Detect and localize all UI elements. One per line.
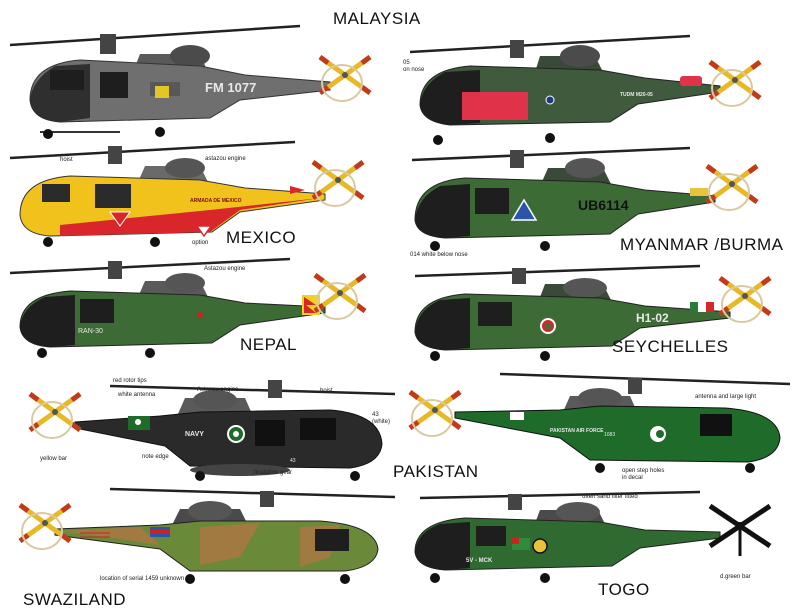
- note-dgreen-bar: d.green bar: [720, 574, 751, 580]
- country-label-mexico: MEXICO: [226, 228, 297, 247]
- note-sand-filter: often sand filter fitted: [582, 494, 638, 500]
- svg-text:43: 43: [290, 458, 296, 464]
- helicopter-seychelles: H1-02: [414, 264, 800, 361]
- country-label-seychelles: SEYCHELLES: [612, 337, 729, 356]
- svg-text:ARMADA DE MEXICO: ARMADA DE MEXICO: [190, 198, 242, 204]
- note-hoist: hoist: [60, 157, 73, 163]
- svg-text:PAKISTAN AIR FORCE: PAKISTAN AIR FORCE: [550, 428, 604, 434]
- note-white-below-nose: 014 white below nose: [410, 252, 468, 258]
- note-43-white: 43 (white): [372, 412, 391, 425]
- helicopter-pakistan-navy: NAVY 43: [0, 380, 396, 481]
- note-hoist-pk: hoist: [320, 388, 333, 394]
- helicopter-togo: 5V - MCK: [414, 490, 772, 583]
- registration-text: 5V - MCK: [466, 558, 493, 564]
- red-stripe: [60, 198, 320, 236]
- note-on-nose: 05 on nose: [403, 60, 425, 73]
- country-label-swaziland: SWAZILAND: [23, 590, 127, 609]
- note-edge: note edge: [142, 454, 169, 460]
- helicopter-myanmar: UB6114: [411, 146, 800, 251]
- note-floatation-gear: floatation gear: [254, 470, 293, 476]
- registration-text: H1-02: [636, 311, 669, 325]
- note-white-antenna: white antenna: [118, 392, 156, 398]
- helicopter-mexico: ARMADA DE MEXICO: [9, 140, 400, 247]
- helicopter-malaysia-green: TUDM M20-05: [409, 34, 800, 145]
- note-location-serial: location of serial 1459 unknown: [100, 576, 185, 582]
- note-open-step-holes: open step holes in decal: [622, 468, 665, 481]
- helicopter-pakistan-af: PAKISTAN AIR FORCE 1083: [400, 372, 791, 473]
- country-label-pakistan: PAKISTAN: [393, 462, 479, 481]
- country-label-myanmar: MYANMAR /BURMA: [620, 235, 784, 254]
- helicopter-malaysia-grey: FM 1077: [9, 24, 400, 139]
- country-label-nepal: NEPAL: [240, 335, 297, 354]
- malaysia-flag-patch: [155, 86, 169, 98]
- registration-text: UB6114: [578, 197, 629, 213]
- svg-text:TUDM M20-05: TUDM M20-05: [620, 92, 653, 98]
- note-yellow-bar: yellow bar: [40, 456, 68, 462]
- registration-text: RAN-30: [78, 328, 103, 335]
- svg-text:NAVY: NAVY: [185, 431, 204, 438]
- country-label-malaysia: MALAYSIA: [333, 9, 421, 28]
- note-antenna-large-light: antenna and large light: [695, 394, 757, 400]
- red-cabin-panel: [462, 92, 528, 120]
- helicopter-swaziland: [0, 487, 396, 584]
- note-astazou-engine-mx: astazou engine: [205, 156, 246, 162]
- main-rotor-blade: [9, 24, 301, 47]
- note-astazou-engine-np: Astazou engine: [204, 266, 246, 272]
- note-astazou-engine-pk: Astazou engine: [197, 387, 239, 393]
- country-label-togo: TOGO: [598, 580, 650, 599]
- note-option: option: [192, 240, 209, 246]
- svg-text:1083: 1083: [604, 432, 615, 438]
- note-red-rotor-tips: red rotor tips: [113, 378, 147, 384]
- registration-text: FM 1077: [205, 80, 256, 95]
- helicopter-nepal: RAN-30: [9, 257, 400, 358]
